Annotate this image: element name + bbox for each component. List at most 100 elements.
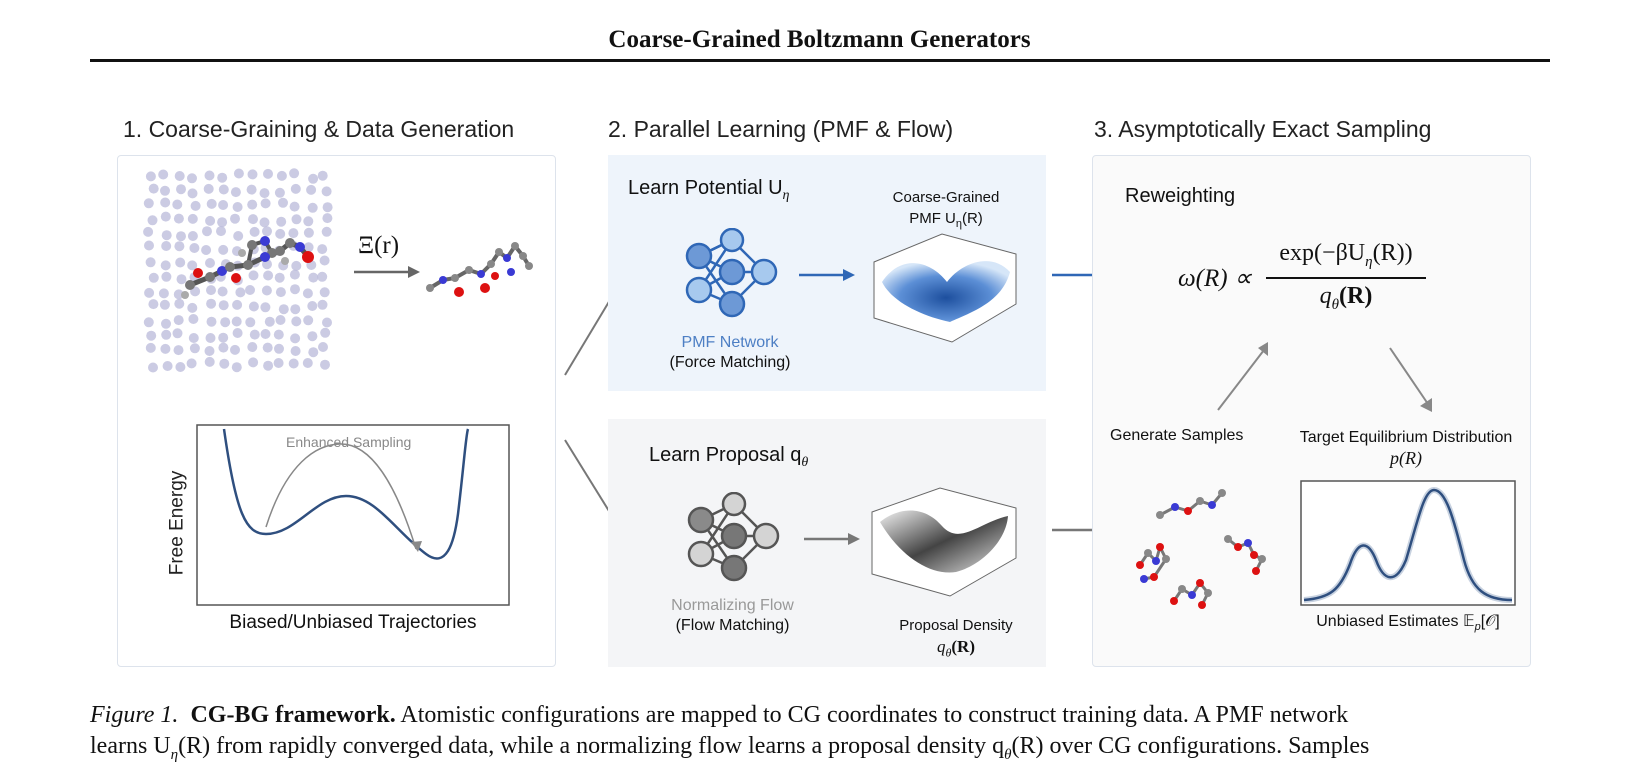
solvent-particle: [176, 274, 187, 285]
solvent-particle: [174, 241, 185, 252]
solvent-particle: [186, 358, 197, 369]
solvent-particle: [146, 330, 157, 341]
solvent-particle: [175, 362, 186, 372]
solvent-particle: [307, 331, 318, 342]
caption-line-2: learns Uη(R) from rapidly converged data…: [90, 733, 1370, 763]
solvent-particle: [233, 168, 244, 179]
solvent-particle: [173, 345, 184, 356]
solvent-particle: [187, 231, 198, 241]
solvent-particle: [159, 299, 170, 310]
target-distribution-label: Target Equilibrium Distribution p(R): [1299, 429, 1513, 468]
solvent-particle: [143, 198, 154, 209]
solvent-particle: [148, 272, 159, 283]
solvent-particle: [274, 343, 284, 354]
header-rule: [90, 59, 1550, 62]
solvent-particle: [276, 216, 287, 227]
solvent-particle: [176, 231, 186, 242]
solvent-particle: [203, 183, 214, 194]
solvent-particle: [173, 289, 184, 300]
solvent-particle: [249, 329, 260, 340]
solvent-particle: [248, 214, 258, 225]
solvent-particle: [160, 185, 170, 196]
solvent-particle: [233, 231, 244, 241]
solvent-particle: [204, 346, 215, 356]
solvent-particle: [160, 343, 171, 354]
solvent-particle: [206, 285, 216, 296]
generate-samples-label: Generate Samples: [1110, 427, 1244, 444]
solvent-particle: [290, 346, 301, 356]
normalizing-flow-sublabel: (Flow Matching): [675, 617, 790, 634]
weight-formula-lhs: ω(R) ∝: [1178, 265, 1252, 292]
generated-samples-illustration: [1136, 489, 1266, 609]
solvent-particle: [273, 358, 284, 368]
solvent-particle: [319, 255, 330, 266]
solvent-particle: [218, 184, 229, 195]
section-2-title: 2. Parallel Learning (PMF & Flow): [608, 116, 954, 142]
solvent-particle: [187, 260, 198, 271]
solvent-particle: [248, 270, 259, 281]
solvent-particle: [303, 216, 314, 227]
solvent-particle: [219, 358, 230, 369]
solvent-particle: [290, 333, 301, 344]
solvent-particle: [264, 316, 275, 327]
solvent-particle: [161, 241, 172, 251]
solvent-particle: [188, 333, 199, 343]
solvent-particle: [189, 343, 200, 354]
pmf-surface-caption: Coarse-Grained PMF Uη(R): [892, 189, 1000, 230]
free-energy-plot: [196, 424, 510, 606]
solvent-particle: [247, 342, 258, 352]
solvent-particle: [245, 317, 256, 328]
solvent-particle: [204, 170, 215, 181]
weight-formula-fraction-bar: [1266, 277, 1426, 279]
solvent-particle: [145, 257, 156, 268]
solvent-particle: [247, 169, 258, 180]
solvent-particle: [218, 244, 229, 255]
solvent-particle: [232, 202, 243, 212]
solvent-particle: [291, 214, 302, 225]
learn-proposal-heading: Learn Proposal qθ: [649, 444, 809, 470]
solvent-particle: [303, 242, 314, 253]
solvent-particle: [206, 198, 217, 209]
solvent-particle: [145, 342, 156, 353]
solvent-particle: [317, 170, 328, 181]
solvent-particle: [205, 258, 215, 268]
solvent-particle: [308, 173, 319, 184]
pmf-network-label: PMF Network: [681, 334, 779, 351]
enhanced-sampling-annotation: Enhanced Sampling: [286, 434, 412, 450]
solvent-particle: [320, 327, 331, 338]
solvent-particle: [306, 184, 317, 195]
solvent-particle: [231, 362, 242, 373]
solvent-particle: [317, 271, 328, 282]
solvent-particle: [261, 285, 272, 296]
proposal-surface-plot: [871, 487, 1017, 597]
solvent-particle: [247, 199, 258, 210]
solvent-particle: [307, 202, 318, 213]
solvent-particles: [143, 168, 333, 373]
normalizing-flow-icon: [687, 492, 780, 582]
solvent-particle: [291, 316, 302, 327]
solvent-particle: [322, 213, 333, 224]
solvent-particle: [148, 183, 159, 194]
solvent-particle: [218, 300, 229, 311]
solvent-particle: [308, 347, 319, 358]
solvent-particle: [263, 360, 274, 371]
solvent-particle: [230, 187, 241, 198]
solvent-particle: [218, 200, 229, 210]
solvent-particle: [260, 198, 271, 209]
solvent-particle: [218, 342, 229, 353]
solvent-particle: [260, 329, 271, 339]
solvent-particle: [190, 200, 201, 211]
solvent-particle: [278, 197, 288, 208]
atomistic-system-illustration: [143, 168, 333, 373]
free-energy-axis-label: Free Energy: [166, 470, 188, 576]
solvent-particle: [245, 285, 255, 295]
solvent-particle: [188, 314, 199, 324]
weight-formula-numerator: exp(−βUη(R)): [1279, 240, 1413, 270]
solvent-particle: [172, 328, 183, 339]
sample-molecule: [1136, 542, 1170, 583]
solvent-particle: [322, 202, 333, 213]
solvent-particle: [187, 213, 198, 224]
solvent-particle: [259, 217, 270, 228]
solvent-particle: [248, 301, 259, 312]
reweighting-heading: Reweighting: [1125, 185, 1236, 207]
